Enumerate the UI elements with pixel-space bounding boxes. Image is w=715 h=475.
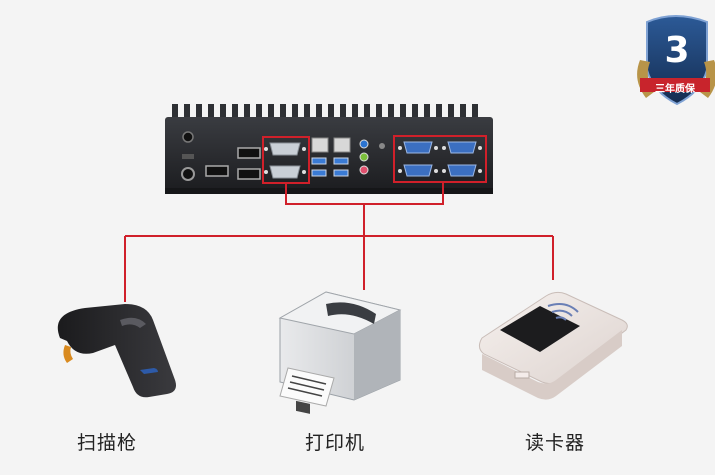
dc-jack — [181, 167, 195, 181]
lan-port-1 — [311, 137, 329, 153]
badge-number: 3 — [664, 30, 690, 71]
usb-ports — [311, 157, 349, 177]
label-printer — [278, 291, 402, 414]
hdmi-port-2 — [237, 168, 261, 180]
warranty-badge — [637, 15, 715, 106]
hdmi-port-1 — [237, 147, 261, 159]
badge-ribbon — [640, 78, 710, 92]
displayport — [205, 165, 229, 177]
heatsink-fins — [172, 104, 478, 118]
connector-lines — [124, 182, 554, 302]
audio-jack-pink — [359, 165, 369, 175]
device-label-scanner: 扫描枪 — [76, 432, 137, 454]
chassis-front-panel — [165, 117, 493, 191]
com-ports-left — [264, 142, 306, 179]
badge-text: 三年质保 — [655, 84, 695, 95]
com-ports-right — [398, 141, 482, 177]
lan-port-2 — [333, 137, 351, 153]
power-button — [182, 131, 194, 143]
barcode-scanner — [57, 304, 176, 398]
printed-label-strip — [279, 367, 335, 407]
mini-pc — [165, 104, 493, 194]
audio-jack-green — [359, 152, 369, 162]
highlight-box-right — [393, 135, 487, 183]
card-reader — [478, 291, 628, 400]
audio-jack-blue — [359, 139, 369, 149]
device-label-card-reader: 读卡器 — [524, 432, 585, 454]
device-label-printer: 打印机 — [304, 432, 365, 454]
